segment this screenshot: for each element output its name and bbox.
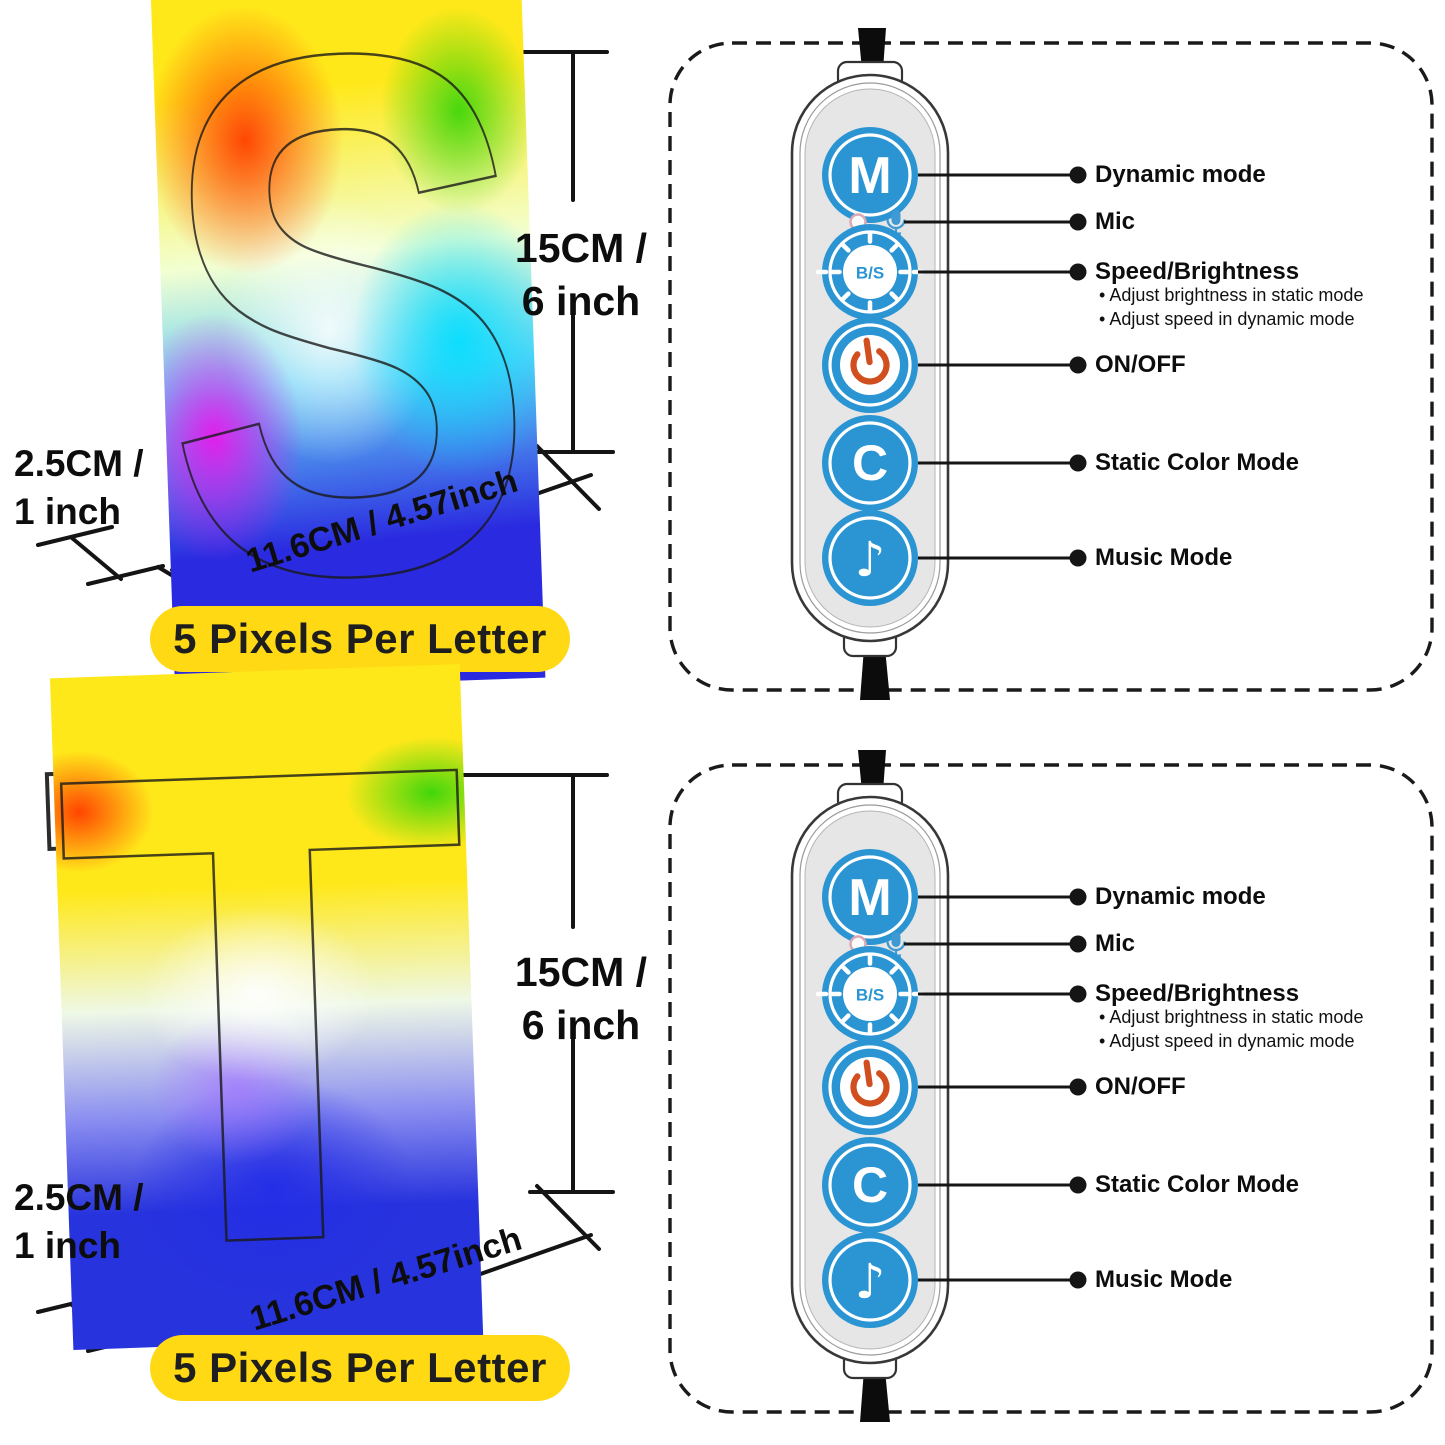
label-music-mode: Music Mode	[1095, 1266, 1233, 1293]
usb-cable-top	[858, 28, 886, 70]
music-button[interactable]: ♪	[822, 510, 918, 606]
note-brightness: • Adjust brightness in static mode	[1099, 285, 1364, 305]
static-color-glyph: C	[852, 1157, 888, 1213]
pixels-badge: 5 Pixels Per Letter	[150, 1335, 570, 1401]
speed-brightness-button[interactable]: B/S	[815, 946, 925, 1042]
remote-diagram-panel: M	[652, 28, 1445, 700]
note-speed: • Adjust speed in dynamic mode	[1099, 309, 1355, 329]
usb-cable-top	[858, 750, 886, 792]
remote-diagram-panel-2: M B/S	[652, 750, 1445, 1422]
static-color-button[interactable]: C	[822, 415, 918, 511]
label-music-mode: Music Mode	[1095, 544, 1233, 571]
callout-lines	[904, 888, 1087, 1289]
music-button[interactable]: ♪	[822, 1232, 918, 1328]
depth-dimension-label: 2.5CM / 1 inch	[14, 1177, 144, 1267]
dashed-border	[668, 763, 1434, 1414]
usb-cable-bottom	[860, 648, 890, 700]
remote-diagram: M	[668, 28, 1434, 700]
power-button[interactable]	[822, 317, 918, 413]
usb-cable-bottom	[860, 1370, 890, 1422]
static-color-button[interactable]: C	[822, 1137, 918, 1233]
pixels-badge: 5 Pixels Per Letter	[150, 606, 570, 672]
label-speed-brightness: Speed/Brightness	[1095, 980, 1300, 1007]
label-static-color: Static Color Mode	[1095, 1171, 1300, 1198]
label-speed-brightness: Speed/Brightness	[1095, 258, 1300, 285]
depth-dimension-lines	[36, 525, 235, 610]
mode-button-glyph: M	[848, 869, 891, 927]
speed-brightness-glyph: B/S	[856, 264, 884, 283]
label-on-off: ON/OFF	[1095, 1073, 1186, 1100]
label-static-color: Static Color Mode	[1095, 449, 1300, 476]
remote-body-rim	[799, 804, 941, 1356]
letter-s-panel: S S S 15CM / 6 inch 2.5CM / 1 inch 11.6C…	[0, 0, 722, 735]
remote-body-rim	[799, 82, 941, 634]
remote-diagram: M B/S	[668, 750, 1434, 1422]
note-speed: • Adjust speed in dynamic mode	[1099, 1031, 1355, 1051]
power-icon	[850, 337, 890, 385]
music-note-icon: ♪	[855, 532, 886, 588]
label-mic: Mic	[1095, 208, 1136, 235]
music-note-icon: ♪	[855, 1254, 886, 1310]
mode-button-glyph: M	[848, 147, 891, 205]
power-button[interactable]	[822, 1039, 918, 1135]
label-dynamic-mode: Dynamic mode	[1095, 883, 1266, 910]
mode-button[interactable]: M	[822, 849, 918, 945]
remote-controller: M	[790, 73, 950, 643]
label-mic: Mic	[1095, 930, 1136, 957]
mode-button[interactable]: M	[822, 127, 918, 223]
static-color-glyph: C	[852, 435, 888, 491]
power-icon	[850, 1059, 890, 1107]
speed-brightness-button[interactable]: B/S	[815, 224, 925, 320]
label-dynamic-mode: Dynamic mode	[1095, 161, 1266, 188]
dashed-border	[668, 41, 1434, 692]
height-dimension-label: 15CM / 6 inch	[514, 225, 648, 325]
depth-dimension-label: 2.5CM / 1 inch	[14, 443, 144, 533]
letter-t-panel: T T T 15CM / 6 inch 2.5CM / 1 inch 11.6C…	[0, 614, 722, 1445]
note-brightness: • Adjust brightness in static mode	[1099, 1007, 1364, 1027]
speed-brightness-glyph: B/S	[856, 986, 884, 1005]
width-end-tick	[535, 1184, 601, 1251]
width-end-tick	[535, 444, 601, 511]
label-on-off: ON/OFF	[1095, 351, 1186, 378]
height-dimension-label: 15CM / 6 inch	[514, 949, 648, 1049]
callout-lines	[904, 166, 1087, 567]
remote-controller: M B/S	[790, 795, 950, 1365]
